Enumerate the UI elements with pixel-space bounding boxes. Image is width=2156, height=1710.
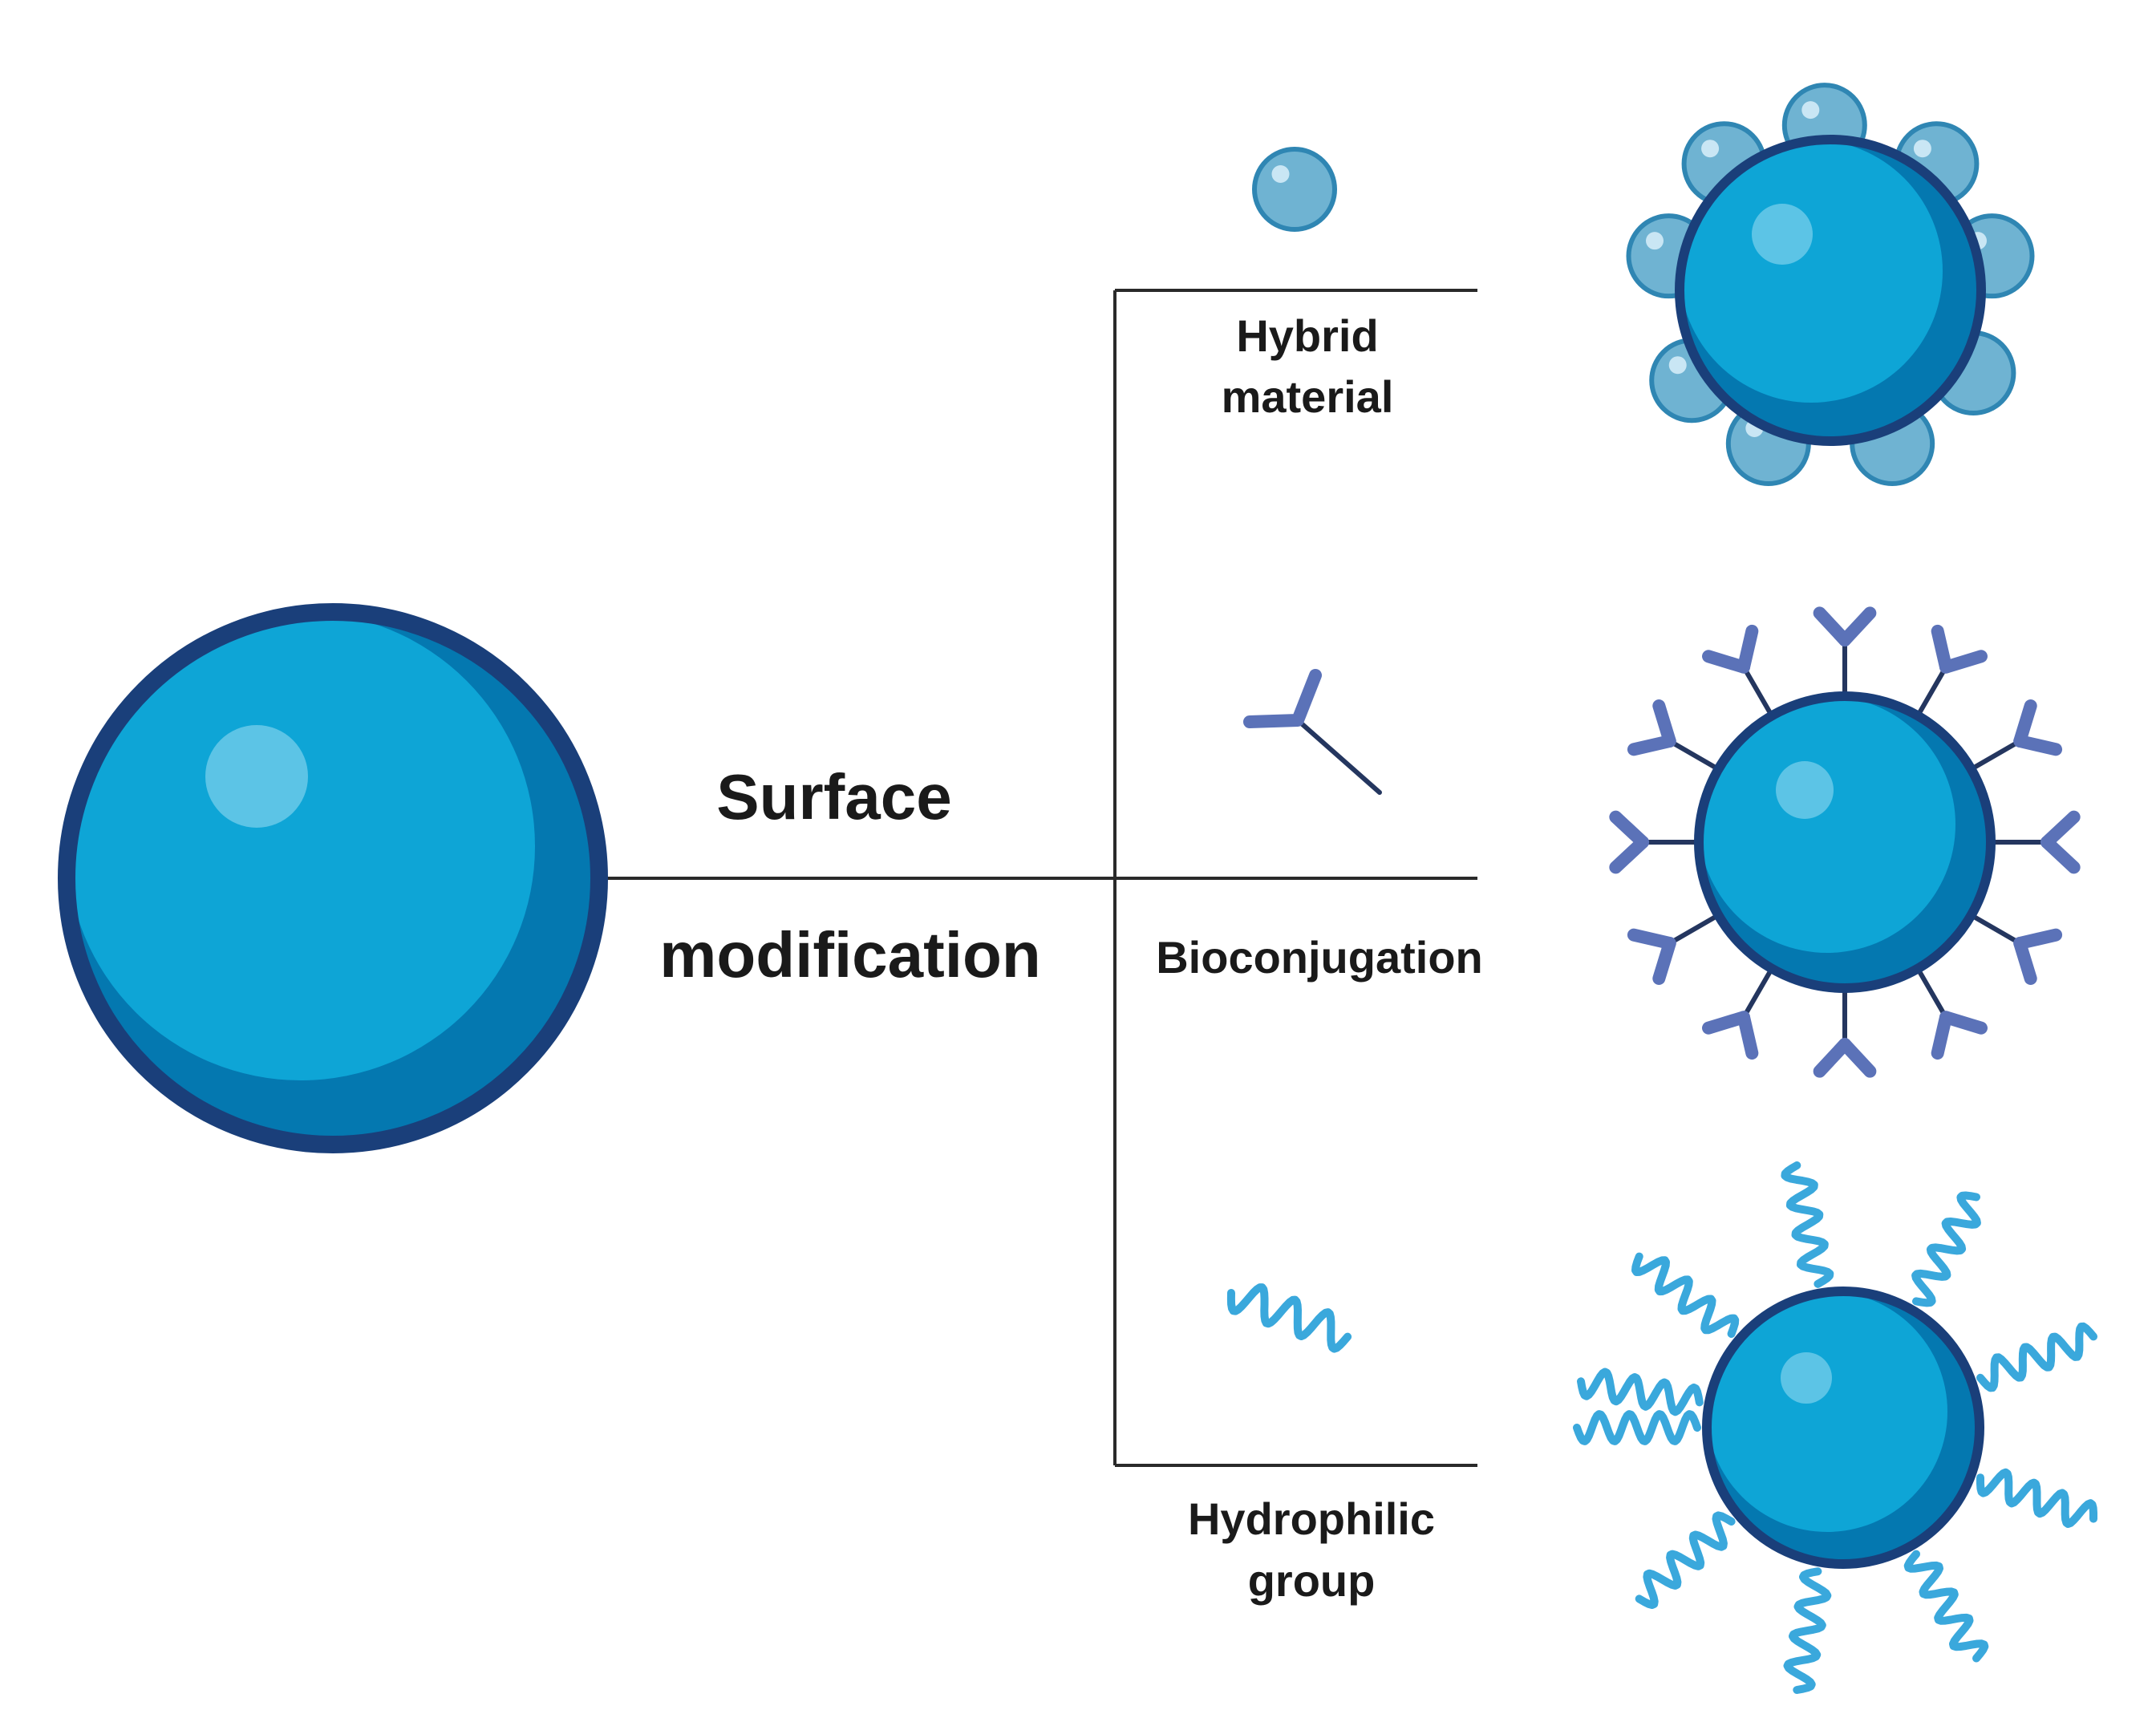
- bare-nanoparticle: [58, 603, 608, 1153]
- bio-antibody-11: [1627, 699, 1721, 772]
- hydro-chain-9: [1573, 1410, 1701, 1445]
- hydro-core-outline: [1702, 1287, 1984, 1569]
- bio-core-highlight: [1776, 761, 1834, 819]
- hybrid-bead-icon-shape: [1252, 147, 1337, 232]
- bare-nanoparticle-highlight: [205, 725, 308, 828]
- hybrid-material-label-line1: Hybrid: [1236, 310, 1379, 361]
- hydro-chain-7: [1783, 1567, 1832, 1694]
- hydro-chain-4: [1976, 1322, 2097, 1392]
- bio-antibody-2: [1915, 624, 1988, 719]
- hydro-core-face: [1707, 1291, 1947, 1532]
- hybrid-core-outline: [1675, 135, 1986, 446]
- hydrophilic-chain-icon-shape: [1226, 1283, 1352, 1353]
- hydro-chain-2: [1911, 1191, 1981, 1307]
- bio-antibody-7: [1813, 986, 1877, 1078]
- bare-nanoparticle-face: [67, 612, 535, 1080]
- bio-antibody-12: [1702, 624, 1774, 719]
- bio-antibody-8: [1702, 966, 1774, 1060]
- bio-core-face: [1699, 696, 1955, 953]
- bioconjugated-nanoparticle: [1609, 606, 2081, 1078]
- hydro-chain-8: [1635, 1511, 1736, 1609]
- hydro-chain-10: [1577, 1368, 1704, 1416]
- hydro-chain-5: [1976, 1468, 2097, 1528]
- hydrophilic-group-label-line1: Hydrophilic: [1187, 1493, 1436, 1544]
- bioconjugation-label: Bioconjugation: [1156, 932, 1483, 983]
- hydrophilic-chain-icon: [1226, 1283, 1352, 1353]
- hydro-chain-3: [1631, 1252, 1740, 1338]
- hybrid-material-label-line2: material: [1221, 371, 1394, 422]
- hybrid-bead-icon: [1252, 147, 1337, 232]
- bio-antibody-5: [1968, 913, 2063, 985]
- antibody-icon-arms: [1243, 669, 1322, 728]
- hydro-chain-1: [1781, 1161, 1834, 1288]
- bare-nanoparticle-outline: [58, 603, 608, 1153]
- bio-antibody-10: [1609, 810, 1701, 874]
- hybrid-material-nanoparticle: [1626, 83, 2035, 486]
- hybrid-core-highlight: [1752, 204, 1813, 265]
- hydro-chains: [1573, 1161, 2097, 1694]
- surface-modification-label-line1: Surface: [716, 761, 952, 833]
- bio-antibody-6: [1915, 966, 1988, 1060]
- bio-antibody-9: [1627, 913, 1721, 985]
- connector-lines: [602, 289, 1477, 1467]
- bio-core-outline: [1694, 691, 1996, 993]
- bio-antibody-4: [1988, 810, 2081, 874]
- bio-antibody-3: [1968, 699, 2063, 772]
- bio-antibody-1: [1813, 606, 1877, 699]
- antibody-icon: [1243, 669, 1382, 795]
- hybrid-core-face: [1680, 140, 1943, 403]
- hydrophilic-nanoparticle: [1573, 1161, 2097, 1694]
- surface-modification-label-line2: modification: [659, 919, 1041, 991]
- hydrophilic-group-label-line2: group: [1247, 1555, 1376, 1606]
- hydro-core-highlight: [1781, 1352, 1832, 1404]
- bio-antibodies: [1609, 606, 2081, 1078]
- antibody-icon-stalk: [1295, 718, 1382, 795]
- hydro-chain-6: [1903, 1550, 1989, 1663]
